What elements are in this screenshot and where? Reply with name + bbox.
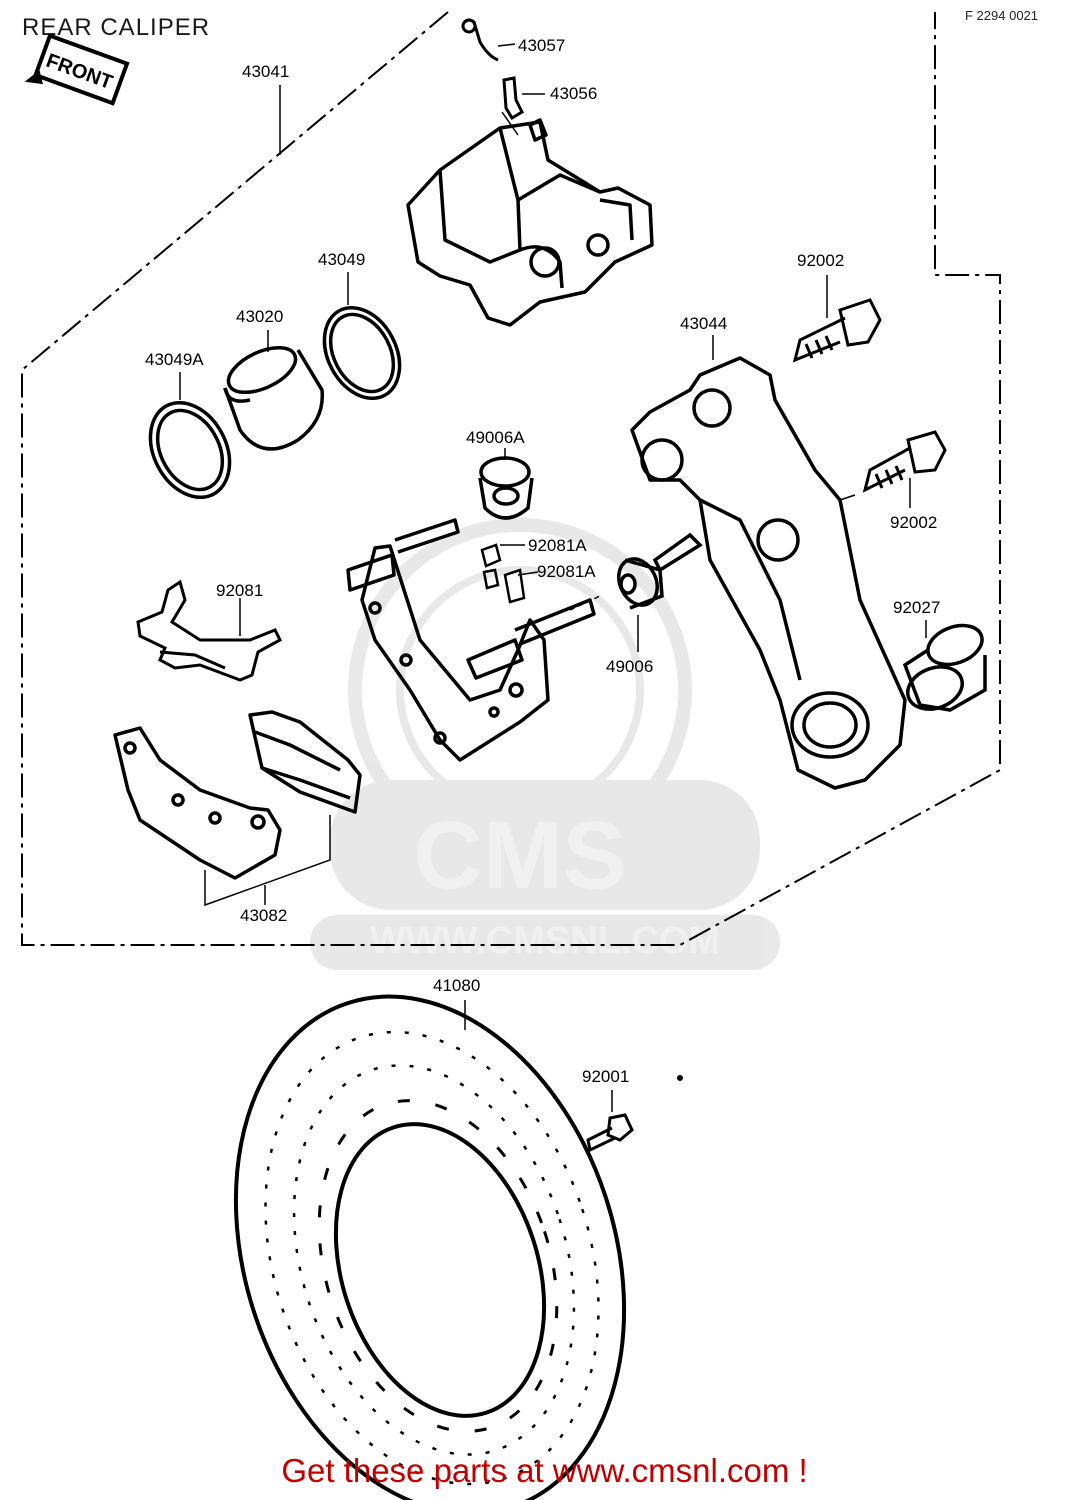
piston-43020 bbox=[223, 330, 325, 451]
label-41080: 41080 bbox=[433, 976, 480, 995]
leader-92002-bracket bbox=[839, 494, 856, 501]
collar-92027 bbox=[902, 620, 987, 712]
leader-49006-pin bbox=[569, 595, 601, 611]
label-49006: 49006 bbox=[606, 657, 653, 676]
label-92002-bottom: 92002 bbox=[890, 513, 937, 532]
label-92081A-1: 92081A bbox=[528, 536, 587, 555]
label-92081A-2: 92081A bbox=[537, 562, 596, 581]
label-43082: 43082 bbox=[240, 906, 287, 925]
label-43020: 43020 bbox=[236, 307, 283, 326]
brake-pad-rear-43082 bbox=[248, 710, 362, 814]
disc-bolt-92001 bbox=[586, 1075, 683, 1153]
label-43049: 43049 bbox=[318, 250, 365, 269]
pin-boot-49006A bbox=[478, 448, 534, 520]
label-43057: 43057 bbox=[518, 36, 565, 55]
watermark-url: WWW.CMSNL.COM bbox=[370, 920, 720, 962]
label-92081: 92081 bbox=[216, 581, 263, 600]
label-43049A: 43049A bbox=[145, 350, 204, 369]
caliper-body-43041 bbox=[406, 118, 654, 327]
leader-43056-body bbox=[501, 111, 519, 136]
label-43044: 43044 bbox=[680, 314, 727, 333]
diagram-code: F 2294 0021 bbox=[965, 8, 1039, 23]
bolt-92002-bottom bbox=[862, 430, 947, 508]
label-43056: 43056 bbox=[550, 84, 597, 103]
label-92002-top: 92002 bbox=[797, 251, 844, 270]
dust-seal-43049A bbox=[148, 372, 232, 500]
label-43041: 43041 bbox=[242, 62, 289, 81]
cms-watermark bbox=[310, 518, 780, 970]
pad-holder-bracket bbox=[346, 518, 596, 762]
front-direction-badge: FRONT bbox=[24, 33, 130, 106]
bleeder-cap-43057 bbox=[461, 18, 516, 62]
caliper-assembly-outline bbox=[21, 11, 1001, 946]
footer-shop-link[interactable]: Get these parts at www.cmsnl.com ! bbox=[281, 1452, 808, 1489]
cms-watermark-text: CMS WWW.CMSNL.COM bbox=[370, 802, 720, 962]
watermark-brand: CMS bbox=[413, 802, 626, 909]
caliper-bracket-43044 bbox=[630, 335, 907, 790]
brake-pad-front-43082 bbox=[113, 726, 282, 880]
leader-43082 bbox=[204, 815, 331, 907]
brake-disc-41080 bbox=[233, 994, 627, 1500]
anti-rattle-spring-92081 bbox=[136, 579, 282, 682]
slide-pin-49006 bbox=[617, 532, 703, 652]
bleeder-valve-43056 bbox=[502, 76, 545, 121]
bolt-92002-top bbox=[792, 275, 882, 363]
label-92001: 92001 bbox=[582, 1067, 629, 1086]
label-49006A: 49006A bbox=[466, 428, 525, 447]
piston-seal-43049 bbox=[322, 272, 402, 401]
label-92027: 92027 bbox=[893, 598, 940, 617]
part-number-labels: 43057 43056 43041 43049 43020 43049A 920… bbox=[145, 36, 940, 1086]
spring-clips-92081A bbox=[480, 543, 539, 604]
